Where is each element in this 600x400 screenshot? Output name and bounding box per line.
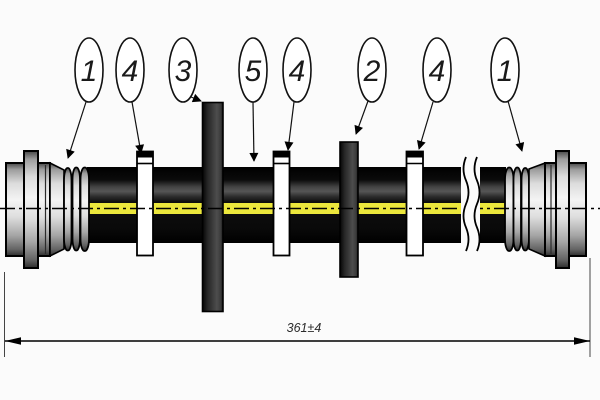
leader-line [284, 101, 295, 151]
protective-collar-left [136, 150, 154, 257]
leader-line [507, 100, 525, 152]
balloon-number: 1 [497, 55, 514, 88]
balloon-number: 1 [81, 55, 98, 88]
dimension-arrow-right [574, 337, 590, 345]
leader-line [416, 101, 434, 150]
callout-balloon-5: 5 [238, 37, 268, 103]
collar-body [136, 150, 154, 257]
callout-balloon-2: 2 [357, 37, 387, 103]
balloon-number: 4 [122, 55, 139, 88]
protective-collar-right [405, 150, 424, 257]
leader-line [249, 101, 259, 162]
protective-collar-middle [272, 150, 291, 257]
callout-balloons: 1 4 3 5 4 2 4 1 [74, 37, 520, 103]
left-end-fitting [5, 150, 90, 269]
callout-balloon-1: 1 [74, 37, 104, 103]
callout-balloon-4b: 4 [282, 37, 312, 103]
left-fitting-cone [49, 161, 65, 258]
callout-balloon-4a: 4 [115, 37, 145, 103]
balloon-number: 4 [429, 55, 446, 88]
balloon-ellipse [357, 37, 387, 103]
collar-body [405, 150, 424, 257]
balloon-ellipse [115, 37, 145, 103]
leader-line [354, 100, 369, 135]
balloon-ellipse [282, 37, 312, 103]
balloon-number: 4 [289, 55, 306, 88]
collar-cap [137, 151, 153, 158]
balloon-number: 2 [363, 55, 381, 88]
left-fitting-hex-tab [23, 150, 39, 269]
dimension: 361±4 [4, 258, 591, 357]
leader-line [190, 93, 202, 103]
right-fitting-hex-tab [555, 150, 570, 269]
break-wave-left [462, 156, 470, 252]
right-fitting-cone [528, 161, 546, 258]
dimension-arrow-left [5, 337, 21, 345]
right-end-fitting [504, 150, 587, 269]
collar-cap [406, 151, 423, 158]
balloon-number: 5 [245, 55, 262, 88]
balloon-ellipse [238, 37, 268, 103]
collar-cap [273, 151, 290, 158]
balloon-number: 3 [175, 55, 192, 88]
break-symbol [461, 156, 481, 256]
leader-lines [66, 93, 525, 162]
break-wave-right [473, 156, 481, 252]
leader-line [66, 101, 87, 159]
mounting-bracket-short [339, 141, 359, 278]
mounting-bracket-long [201, 101, 224, 313]
dimension-label: 361±4 [287, 321, 322, 335]
leader-line [131, 101, 145, 154]
balloon-ellipse [74, 37, 104, 103]
callout-balloon-1b: 1 [490, 37, 520, 103]
callout-balloon-3: 3 [168, 37, 198, 103]
collar-body [272, 150, 291, 257]
balloon-ellipse [422, 37, 452, 103]
balloon-ellipse [490, 37, 520, 103]
callout-balloon-4c: 4 [422, 37, 452, 103]
balloon-ellipse [168, 37, 198, 103]
